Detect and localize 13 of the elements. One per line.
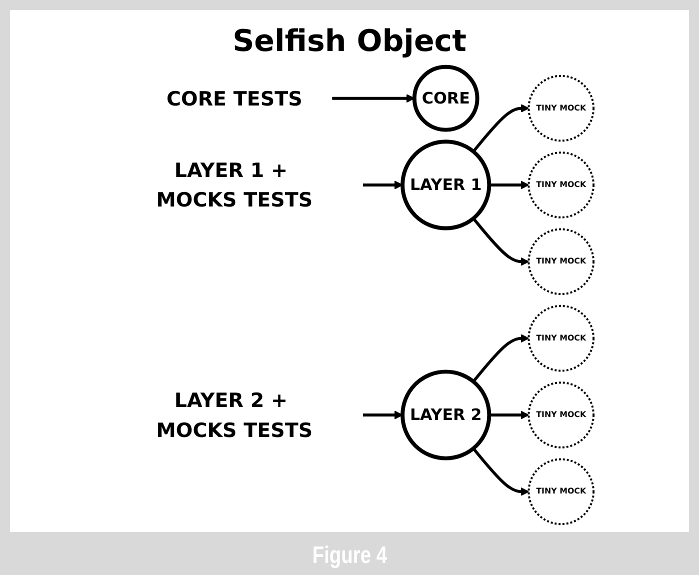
arrow [472,217,529,266]
node-text: CORE TESTS [166,86,302,110]
arrow [472,334,529,382]
node-circle: LAYER 1 [400,140,491,230]
diagram-title: Selfish Object [232,24,466,59]
node-text: LAYER 2 + MOCKS TESTS [156,388,312,442]
node-text: LAYER 1 + MOCKS TESTS [156,158,312,212]
node-circle: LAYER 2 [400,370,491,460]
arrow [488,410,529,420]
arrow [472,104,529,152]
node-circle: CORE [412,64,480,132]
arrow [472,448,529,496]
arrow [488,180,529,190]
